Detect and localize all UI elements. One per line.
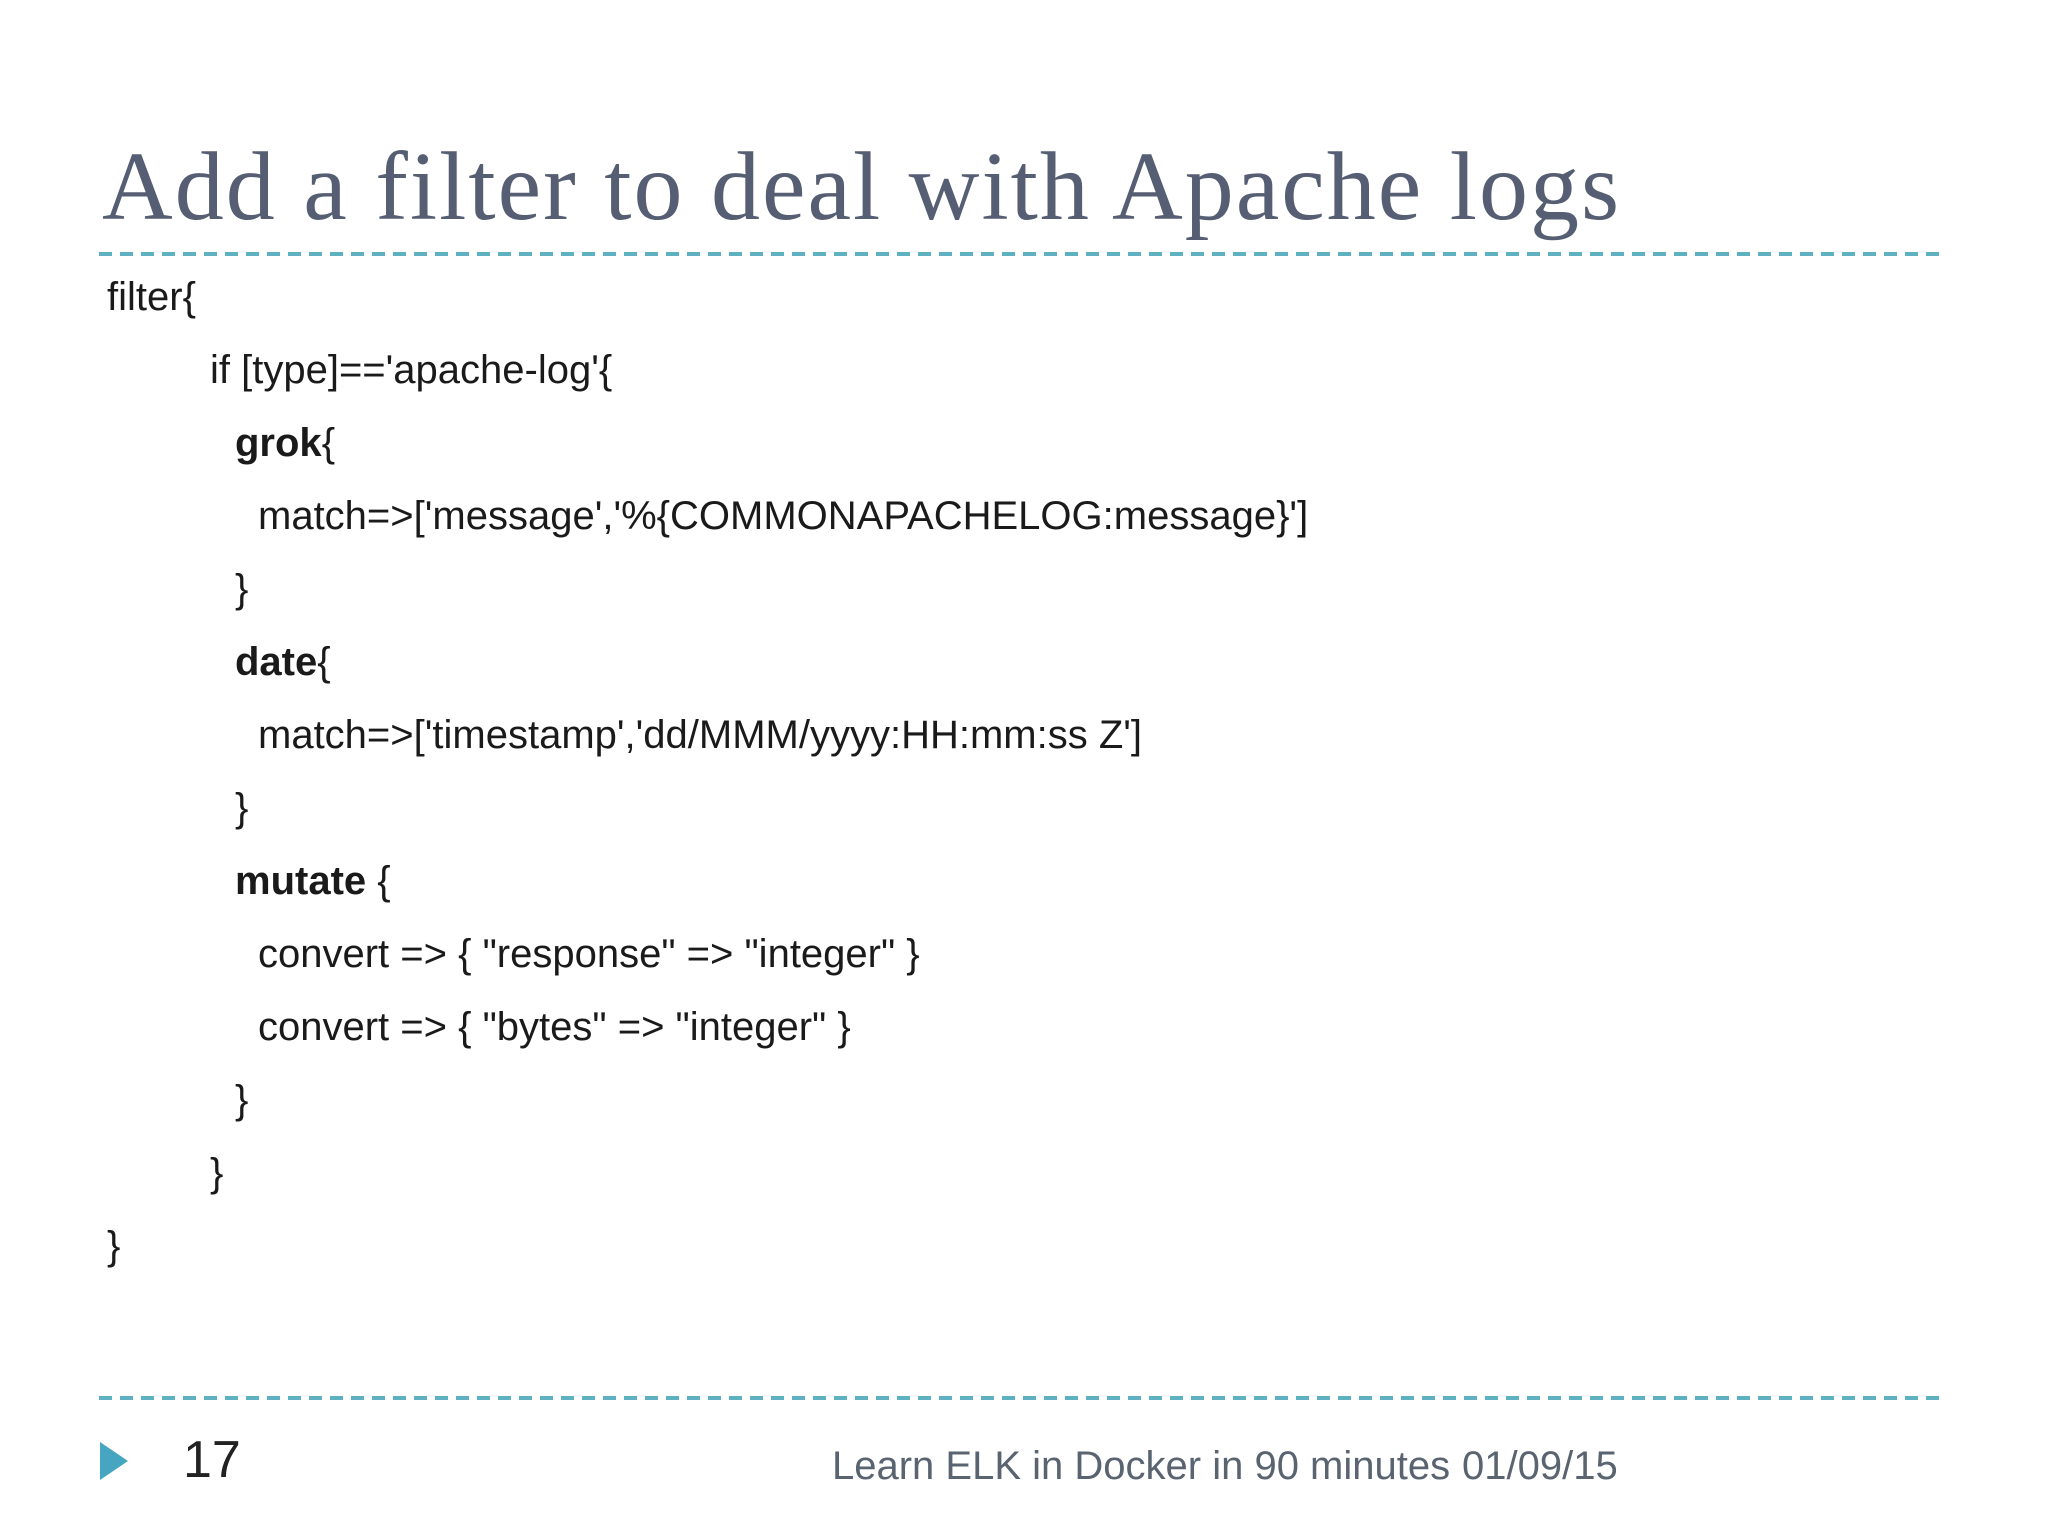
code-text: filter{ [107, 275, 196, 319]
code-text: convert => { "response" => "integer" } [258, 932, 920, 976]
code-text: match=>['message','%{COMMONAPACHELOG:mes… [258, 494, 1309, 538]
code-text: } [107, 1224, 121, 1268]
code-keyword: grok [235, 421, 322, 465]
code-line: if [type]=='apache-log'{ [107, 334, 1308, 407]
slide-title: Add a filter to deal with Apache logs [102, 133, 1622, 241]
code-line: } [107, 553, 1308, 626]
code-line: } [107, 1064, 1308, 1137]
code-text: convert => { "bytes" => "integer" } [258, 1005, 851, 1049]
title-divider-dashed-line [99, 252, 1945, 256]
page-number: 17 [183, 1431, 241, 1489]
code-text: } [210, 1151, 224, 1195]
code-line: match=>['message','%{COMMONAPACHELOG:mes… [107, 480, 1308, 553]
code-block: filter{if [type]=='apache-log'{grok{matc… [107, 261, 1308, 1283]
code-text: { [366, 859, 391, 903]
code-line: convert => { "bytes" => "integer" } [107, 991, 1308, 1064]
code-text: } [235, 786, 249, 830]
footer-deck-title: Learn ELK in Docker in 90 minutes [832, 1444, 1451, 1488]
code-line: } [107, 1210, 1308, 1283]
code-line: } [107, 1137, 1308, 1210]
code-line: grok{ [107, 407, 1308, 480]
footer-date: 01/09/15 [1462, 1444, 1618, 1488]
code-keyword: date [235, 640, 318, 684]
code-line: date{ [107, 626, 1308, 699]
footer-divider-dashed-line [99, 1396, 1945, 1400]
code-line: mutate { [107, 845, 1308, 918]
code-text: match=>['timestamp','dd/MMM/yyyy:HH:mm:s… [258, 713, 1143, 757]
code-text: { [321, 421, 336, 465]
code-line: } [107, 772, 1308, 845]
code-text: } [235, 1078, 249, 1122]
code-line: convert => { "response" => "integer" } [107, 918, 1308, 991]
code-text: } [235, 567, 249, 611]
code-text: if [type]=='apache-log'{ [210, 348, 613, 392]
code-line: filter{ [107, 261, 1308, 334]
right-triangle-icon [100, 1442, 128, 1480]
code-line: match=>['timestamp','dd/MMM/yyyy:HH:mm:s… [107, 699, 1308, 772]
code-text: { [317, 640, 331, 684]
code-keyword: mutate [235, 859, 367, 903]
